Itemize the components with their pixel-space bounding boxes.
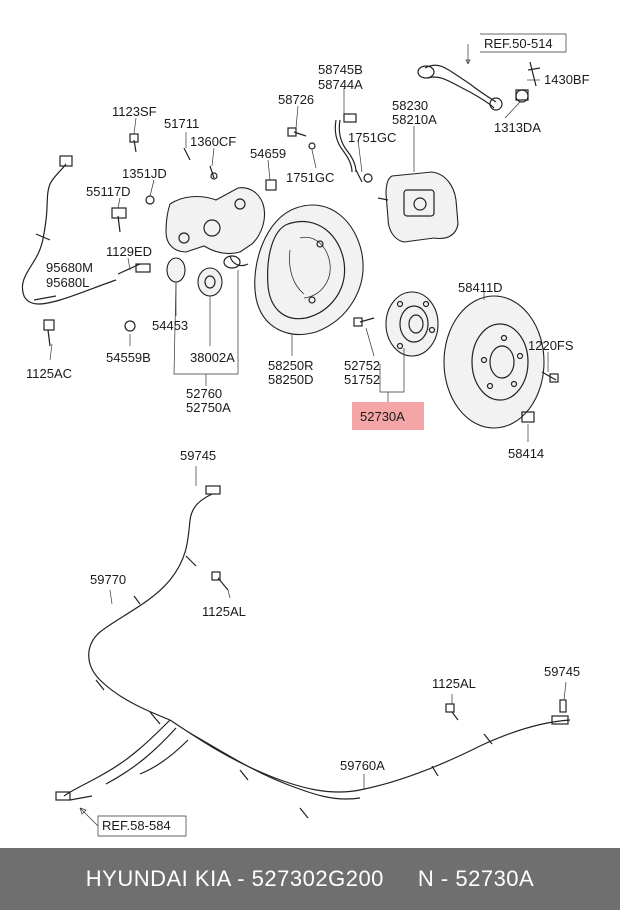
label-51711: 51711 bbox=[164, 116, 199, 131]
label-59745-b: 59745 bbox=[544, 664, 580, 679]
label-1313DA: 1313DA bbox=[494, 120, 541, 135]
label-59760A: 59760A bbox=[340, 758, 385, 773]
label-59770: 59770 bbox=[90, 572, 126, 587]
ref-bottom: REF.58-584 bbox=[102, 818, 171, 833]
label-58411D: 58411D bbox=[458, 280, 503, 295]
label-54659: 54659 bbox=[250, 146, 286, 161]
footer-brand-part-number: HYUNDAI KIA - 527302G200 bbox=[85, 866, 384, 891]
footer-bar: HYUNDAI KIA - 527302G200 N - 52730A bbox=[0, 848, 620, 910]
parts-diagram: REF.50-514 REF.58-584 58745B 58744A 1430… bbox=[21, 33, 590, 837]
knuckle bbox=[165, 187, 266, 269]
parking-brake-cables bbox=[55, 485, 571, 819]
label-1220FS: 1220FS bbox=[528, 338, 574, 353]
footer-diagram-number: N - 52730A bbox=[417, 866, 535, 891]
label-1751GC-b: 1751GC bbox=[286, 170, 334, 185]
highlight-box bbox=[352, 402, 424, 430]
label-58745B: 58745B bbox=[318, 62, 363, 77]
bushings bbox=[124, 257, 223, 332]
brake-hose bbox=[334, 113, 373, 183]
label-58250D: 58250D bbox=[268, 372, 314, 387]
label-1430BF: 1430BF bbox=[544, 72, 590, 87]
label-58726: 58726 bbox=[278, 92, 314, 107]
hub-bearing bbox=[353, 291, 439, 357]
label-58250R: 58250R bbox=[268, 358, 314, 373]
label-52750A: 52750A bbox=[186, 400, 231, 415]
label-54559B: 54559B bbox=[106, 350, 151, 365]
label-51752: 51752 bbox=[344, 372, 380, 387]
label-1125AL-b: 1125AL bbox=[432, 676, 476, 691]
part-labels: 58745B 58744A 1430BF 1313DA 58726 58230 … bbox=[26, 62, 590, 773]
label-1129ED: 1129ED bbox=[106, 244, 152, 259]
label-1351JD: 1351JD bbox=[122, 166, 167, 181]
leader-lines-bottom bbox=[79, 466, 567, 827]
label-95680M: 95680M bbox=[46, 260, 93, 275]
ref-top: REF.50-514 bbox=[484, 36, 553, 51]
label-58414: 58414 bbox=[508, 446, 544, 461]
label-52752: 52752 bbox=[344, 358, 380, 373]
brake-disc bbox=[443, 295, 559, 429]
label-1125AL-a: 1125AL bbox=[202, 604, 246, 619]
label-54453: 54453 bbox=[152, 318, 188, 333]
label-59745-a: 59745 bbox=[180, 448, 216, 463]
upper-bolts bbox=[111, 127, 316, 233]
label-58230: 58230 bbox=[392, 98, 428, 113]
label-52760: 52760 bbox=[186, 386, 222, 401]
label-55117D: 55117D bbox=[86, 184, 131, 199]
label-38002A: 38002A bbox=[190, 350, 235, 365]
label-58744A: 58744A bbox=[318, 77, 363, 92]
label-1123SF: 1123SF bbox=[112, 104, 157, 119]
backing-plate bbox=[254, 204, 364, 335]
lower-arm-ref bbox=[417, 44, 541, 111]
label-1751GC-a: 1751GC bbox=[348, 130, 396, 145]
caliper bbox=[377, 171, 459, 243]
label-52730A: 52730A bbox=[360, 409, 405, 424]
label-1360CF: 1360CF bbox=[190, 134, 236, 149]
leader-lines-top bbox=[49, 79, 549, 442]
label-58210A: 58210A bbox=[392, 112, 437, 127]
label-95680L: 95680L bbox=[46, 275, 89, 290]
wheel-speed-sensor bbox=[21, 155, 151, 347]
label-1125AC: 1125AC bbox=[26, 366, 72, 381]
